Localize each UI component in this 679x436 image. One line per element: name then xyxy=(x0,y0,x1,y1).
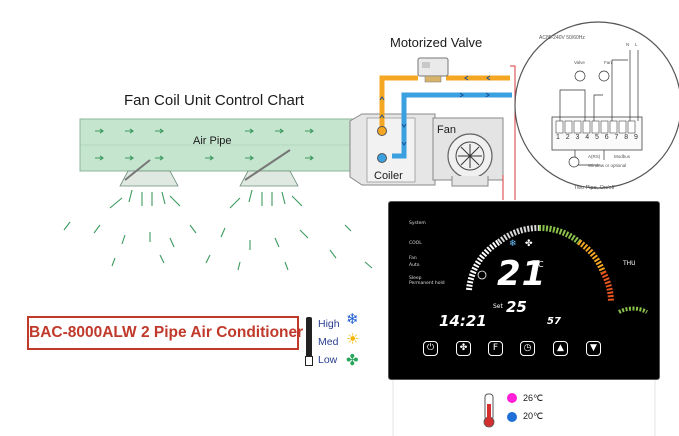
wiring-rs485-label: A(RS) xyxy=(588,154,601,159)
wiring-supply-label: AC85-240V 50/60Hz xyxy=(539,35,585,41)
set-label: Set xyxy=(493,303,503,310)
wiring-fan-label: Fan xyxy=(604,60,612,65)
temperature-unit: °C xyxy=(534,260,544,269)
down-button[interactable]: ▼ xyxy=(586,341,601,356)
wiring-valve-label: Valve xyxy=(574,60,585,65)
speed-med-label: Med xyxy=(318,336,339,348)
power-button[interactable]: ⏻ xyxy=(423,341,438,356)
outlet-grille-right xyxy=(239,149,299,187)
clock-button[interactable]: ◷ xyxy=(520,341,535,356)
duct-arrows xyxy=(95,128,314,161)
cold-pipe xyxy=(392,92,512,159)
mode-fan: Fan xyxy=(409,256,417,261)
mode-cool: COOL xyxy=(409,241,422,246)
terminal-4: 4 xyxy=(585,134,590,141)
legend-hot-dot xyxy=(507,393,517,403)
motorized-valve xyxy=(417,57,449,83)
coil-block xyxy=(366,117,416,183)
mode-sleep: Sleep xyxy=(409,276,422,281)
mode-system: System xyxy=(409,221,426,226)
sun-icon: ☀ xyxy=(346,331,360,348)
fan-mode-button[interactable]: ✤ xyxy=(456,341,471,356)
terminal-2: 2 xyxy=(565,134,570,141)
thermostat-fan-icon: ✤ xyxy=(525,238,533,248)
terminal-3: 3 xyxy=(575,134,580,141)
outflow-arrows xyxy=(63,189,373,271)
wiring-caption: Two Pipe, On/off xyxy=(574,185,615,191)
wiring-modbus-label: Modbus xyxy=(614,154,631,159)
thermostat-panel: System COOL Fan Auto Sleep Permanent hol… xyxy=(388,201,660,380)
thermostat-snowflake-icon: ❄ xyxy=(509,238,517,248)
hot-pipe xyxy=(379,75,418,130)
function-button[interactable]: F xyxy=(488,341,503,356)
valve-label: Motorized Valve xyxy=(390,35,483,50)
speed-low-label: Low xyxy=(318,354,338,366)
terminal-numbers: 1 2 3 4 5 6 7 8 9 xyxy=(556,134,638,141)
outlet-grille-left xyxy=(119,159,179,187)
up-button[interactable]: ▲ xyxy=(553,341,568,356)
terminal-9: 9 xyxy=(634,134,638,141)
legend-cold-label: 20℃ xyxy=(523,411,544,421)
room-temperature: 21 xyxy=(497,254,547,294)
fan-label: Fan xyxy=(437,124,456,136)
day-display: THU xyxy=(623,260,636,267)
clock-display: 14:21 xyxy=(439,312,487,330)
wiring-n-label: N xyxy=(626,42,630,47)
legend-cold-dot xyxy=(507,412,517,422)
terminal-7: 7 xyxy=(614,134,619,141)
thermostat-arc xyxy=(466,224,648,314)
control-wire xyxy=(510,65,516,200)
chart-title: Fan Coil Unit Control Chart xyxy=(124,92,305,109)
mode-auto: Auto xyxy=(409,263,420,268)
set-temperature: 25 xyxy=(506,298,527,316)
wiring-remote-label: Window or optional xyxy=(588,163,627,168)
legend-hot-label: 26℃ xyxy=(523,393,544,403)
air-pipe-label: Air Pipe xyxy=(193,135,232,147)
coiler-label: Coiler xyxy=(374,170,403,182)
speed-bar xyxy=(306,317,312,363)
terminal-1: 1 xyxy=(556,134,560,141)
model-name-box: BAC-8000ALW 2 Pipe Air Conditioner xyxy=(27,316,303,350)
speed-knob xyxy=(305,356,313,366)
snowflake-icon: ❄ xyxy=(346,311,359,328)
terminal-6: 6 xyxy=(604,134,609,141)
fan-icon: ✤ xyxy=(346,352,359,369)
mode-permanent-hold: Permanent hold xyxy=(409,281,445,286)
terminal-5: 5 xyxy=(595,134,599,141)
wiring-l-label: L xyxy=(635,42,638,47)
speed-high-label: High xyxy=(318,318,340,330)
terminal-8: 8 xyxy=(624,134,629,141)
humidity-display: 57 xyxy=(547,316,561,327)
